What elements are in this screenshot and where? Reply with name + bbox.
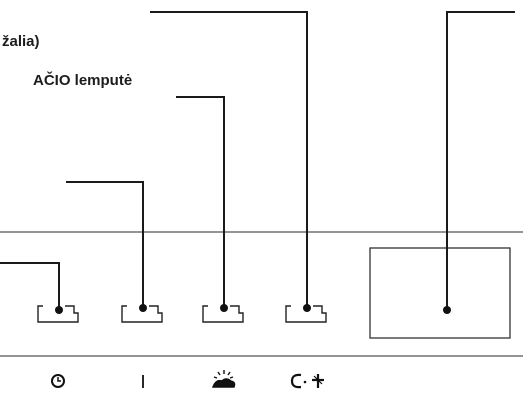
leader-line-button-1 [0, 262, 60, 310]
panel-button-power[interactable] [121, 305, 163, 323]
pointer-dot-display [443, 306, 451, 314]
panel-button-mode[interactable] [202, 305, 244, 323]
pointer-dot-button-4 [303, 304, 311, 312]
sun-cloud-icon [211, 370, 236, 388]
leader-line-button-2 [66, 181, 144, 308]
leader-line-button-4 [150, 11, 308, 308]
panel-button-fan[interactable] [285, 305, 327, 323]
callout-label-lamp: AČIO lemputė [33, 72, 133, 89]
pointer-dot-button-3 [220, 304, 228, 312]
fan-sparkle-icon [290, 373, 324, 389]
callout-label-green: žalia) [2, 33, 40, 50]
leader-line-display [446, 11, 515, 310]
leader-line-button-3 [176, 96, 225, 308]
panel-button-timer[interactable] [37, 305, 79, 323]
display-window [369, 247, 511, 339]
pointer-dot-button-1 [55, 306, 63, 314]
pointer-dot-button-2 [139, 304, 147, 312]
clock-icon [51, 374, 65, 388]
